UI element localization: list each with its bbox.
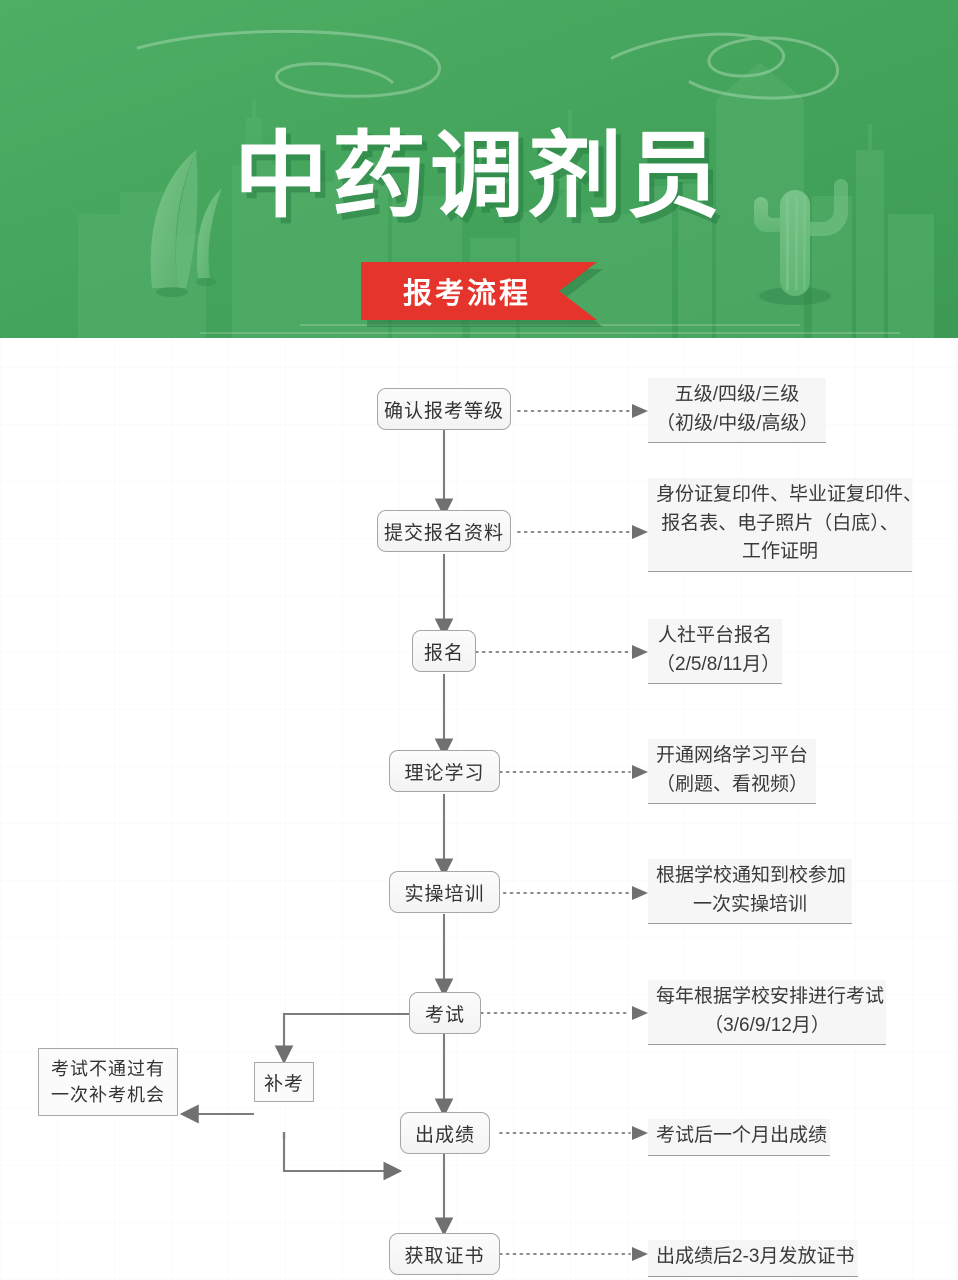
flow-desc-certificate: 出成绩后2-3月发放证书 — [648, 1240, 858, 1277]
flow-node-theory-study[interactable]: 理论学习 — [389, 750, 500, 792]
retake-note-line-1: 考试不通过有 — [51, 1058, 165, 1079]
flow-node-practical-training[interactable]: 实操培训 — [389, 871, 500, 913]
flow-desc-exam: 每年根据学校安排进行考试 （3/6/9/12月） — [648, 980, 886, 1045]
desc-line: 一次实操培训 — [692, 893, 807, 915]
ribbon-body: 报考流程 — [361, 262, 597, 320]
desc-line: 人社平台报名 — [657, 625, 772, 646]
flow-node-label: 获取证书 — [404, 1245, 485, 1267]
desc-line: 五级/四级/三级 — [674, 384, 800, 405]
flow-desc-practical-training: 根据学校通知到校参加 一次实操培训 — [648, 859, 852, 924]
retake-note-line-2: 一次补考机会 — [51, 1085, 165, 1105]
desc-line: 报名表、电子照片（白底）、 — [661, 512, 899, 534]
flow-node-label: 考试 — [424, 1004, 465, 1026]
ribbon-banner: 报考流程 — [361, 262, 603, 327]
desc-line: 考试后一个月出成绩 — [656, 1125, 828, 1146]
smoke-swirl-right — [610, 32, 840, 100]
flow-node-label: 报名 — [423, 642, 464, 664]
flow-node-label: 确认报考等级 — [383, 400, 504, 422]
flow-node-label: 理论学习 — [404, 762, 485, 784]
flow-connectors — [179, 404, 648, 1261]
smoke-swirl-left — [136, 29, 441, 98]
desc-line: 工作证明 — [741, 541, 818, 562]
flow-node-certificate[interactable]: 获取证书 — [389, 1233, 500, 1275]
desc-line: （初级/中级/高级） — [656, 412, 819, 434]
flow-desc-results: 考试后一个月出成绩 — [648, 1119, 830, 1156]
flow-node-exam[interactable]: 考试 — [409, 992, 481, 1034]
desc-line: 出成绩后2-3月发放证书 — [656, 1246, 855, 1267]
leaf-blades — [150, 150, 222, 297]
flow-node-confirm-level[interactable]: 确认报考等级 — [377, 388, 511, 430]
flow-node-retake[interactable]: 补考 — [254, 1062, 314, 1102]
flow-node-label: 补考 — [263, 1073, 304, 1095]
flow-desc-register: 人社平台报名 （2/5/8/11月） — [648, 619, 782, 684]
flow-node-label: 出成绩 — [414, 1124, 475, 1146]
flow-desc-theory-study: 开通网络学习平台 （刷题、看视频） — [648, 739, 816, 804]
desc-line: 身份证复印件、毕业证复印件、 — [656, 484, 923, 505]
cactus — [754, 179, 848, 305]
desc-line: 根据学校通知到校参加 — [656, 865, 847, 886]
flow-desc-confirm-level: 五级/四级/三级 （初级/中级/高级） — [648, 378, 826, 443]
desc-line: （3/6/9/12月） — [704, 1014, 830, 1036]
desc-line: （刷题、看视频） — [656, 773, 809, 795]
flow-node-label: 实操培训 — [404, 883, 485, 905]
ribbon-label: 报考流程 — [403, 278, 532, 310]
flow-node-label: 提交报名资料 — [383, 522, 504, 544]
flow-node-register[interactable]: 报名 — [412, 630, 476, 672]
header-banner: 中药调剂员 报考流程 — [0, 0, 958, 338]
flow-node-results[interactable]: 出成绩 — [400, 1112, 490, 1154]
flow-node-submit-materials[interactable]: 提交报名资料 — [377, 510, 511, 552]
desc-line: 每年根据学校安排进行考试 — [656, 986, 885, 1007]
desc-line: 开通网络学习平台 — [656, 745, 809, 766]
flowchart: 确认报考等级 提交报名资料 报名 理论学习 实操培训 考试 补考 考试不通过有 … — [0, 338, 958, 1280]
flow-desc-submit-materials: 身份证复印件、毕业证复印件、 报名表、电子照片（白底）、 工作证明 — [648, 478, 923, 572]
desc-line: （2/5/8/11月） — [656, 653, 781, 675]
page-title: 中药调剂员 — [233, 125, 724, 229]
dotted-arrowheads — [632, 404, 648, 1261]
flow-note-retake-chance: 考试不通过有 一次补考机会 — [38, 1048, 178, 1116]
